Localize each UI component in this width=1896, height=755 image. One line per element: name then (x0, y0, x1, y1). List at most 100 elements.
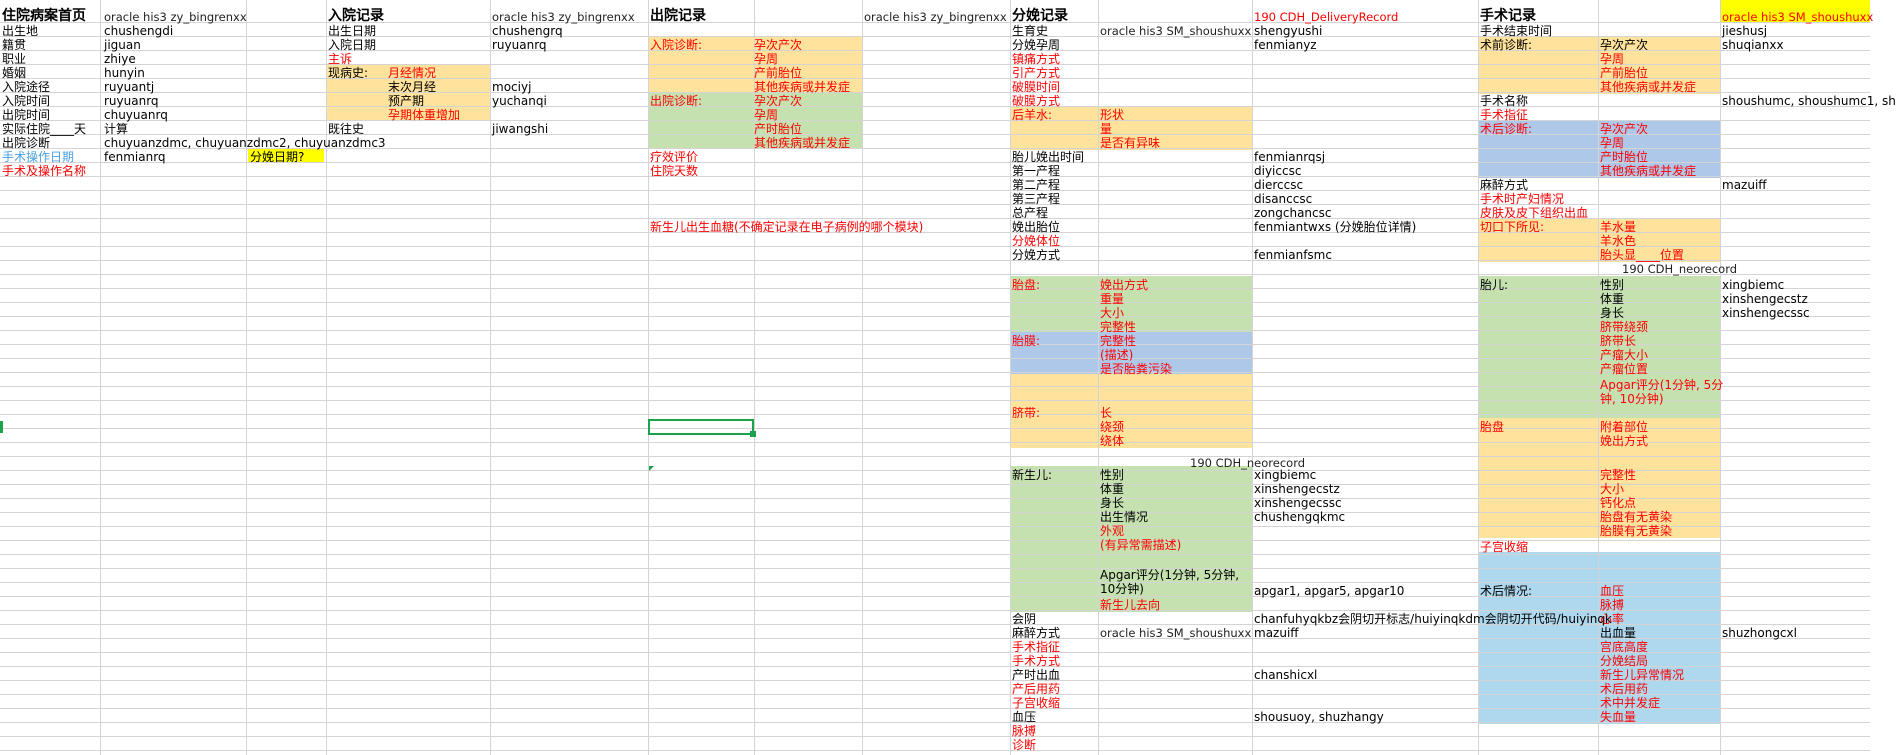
cell-text[interactable]: mazuiff (1722, 178, 1767, 192)
cell-text[interactable]: 总产程 (1012, 206, 1049, 220)
cell-text[interactable]: oracle his3 SM_shoushuxx (1722, 10, 1874, 24)
cell-text[interactable]: fenmianrq (104, 150, 166, 164)
cell-text[interactable]: 胎膜有无黄染 (1600, 524, 1673, 538)
cell-text[interactable]: chuyuanrq (104, 108, 168, 122)
cell-text[interactable]: 产后用药 (1012, 682, 1061, 696)
cell-text[interactable]: chanshicxl (1254, 668, 1318, 682)
cell-text[interactable]: 娩出胎位 (1012, 220, 1061, 234)
cell-text[interactable]: 胎盘有无黄染 (1600, 510, 1673, 524)
cell-text[interactable]: 附着部位 (1600, 420, 1649, 434)
cell-text[interactable]: mazuiff (1254, 626, 1299, 640)
cell-text[interactable]: 大小 (1600, 482, 1625, 496)
cell-text[interactable]: 是否有异味 (1100, 136, 1161, 150)
cell-text[interactable]: 出生日期 (328, 24, 377, 38)
cell-text[interactable]: 术后诊断: (1480, 122, 1533, 136)
cell-text[interactable]: chushengrq (492, 24, 563, 38)
cell-text[interactable]: 产瘤大小 (1600, 348, 1649, 362)
cell-text[interactable]: oracle his3 zy_bingrenxx (864, 10, 1007, 24)
cell-text[interactable]: 外观 (1100, 524, 1125, 538)
cell-text[interactable]: fenmianfsmc (1254, 248, 1332, 262)
cell-text[interactable]: 新生儿去向 (1100, 598, 1161, 612)
cell-text[interactable]: 主诉 (328, 52, 353, 66)
cell-text[interactable]: 出生情况 (1100, 510, 1149, 524)
cell-text[interactable]: 术前诊断: (1480, 38, 1533, 52)
cell-text[interactable]: 诊断 (1012, 738, 1037, 752)
cell-text[interactable]: 量 (1100, 122, 1113, 136)
cell-text[interactable]: 会阴 (1012, 612, 1037, 626)
cell-text[interactable]: zhiye (104, 52, 136, 66)
cell-text[interactable]: 完整性 (1600, 468, 1637, 482)
cell-text[interactable]: 切口下所见: (1480, 220, 1545, 234)
cell-text[interactable]: 190 CDH_neorecord (1622, 262, 1738, 276)
header-zhuyuan-bingan[interactable]: 住院病案首页 (2, 8, 86, 24)
cell-text[interactable]: 预产期 (388, 94, 425, 108)
fenmian-riqi-note[interactable]: 分娩日期? (250, 150, 305, 164)
cell-text[interactable]: 新生儿: (1012, 468, 1053, 482)
cell-text[interactable]: jiguan (104, 38, 141, 52)
cell-text[interactable]: 胎儿: (1480, 278, 1509, 292)
cell-text[interactable]: 胎盘 (1480, 420, 1505, 434)
cell-text[interactable]: 产时胎位 (754, 122, 803, 136)
cell-text[interactable]: 其他疾病或并发症 (754, 136, 851, 150)
cell-text[interactable]: 胎儿娩出时间 (1012, 150, 1085, 164)
cell-text[interactable]: 体重 (1100, 482, 1125, 496)
cell-text[interactable]: 入院途径 (2, 80, 51, 94)
cell-text[interactable]: 190 CDH_neorecord (1190, 456, 1306, 470)
cell-text[interactable]: 失血量 (1600, 710, 1637, 724)
cell-text[interactable]: 手术指征 (1480, 108, 1529, 122)
cell-text[interactable]: ruyuantj (104, 80, 155, 94)
cell-text[interactable]: 孕周 (1600, 52, 1625, 66)
cell-text[interactable]: dierccsc (1254, 178, 1304, 192)
cell-text[interactable]: 麻醉方式 (1480, 178, 1529, 192)
cell-text[interactable]: 产时胎位 (1600, 150, 1649, 164)
cell-text[interactable]: 镇痛方式 (1012, 52, 1061, 66)
cell-text[interactable]: disanccsc (1254, 192, 1313, 206)
cell-text[interactable]: 破膜时间 (1012, 80, 1061, 94)
cell-text[interactable]: ruyuanrq (104, 94, 159, 108)
cell-text[interactable]: 术后情况: (1480, 584, 1533, 598)
cell-text[interactable]: 疗效评价 (650, 150, 699, 164)
cell-text[interactable]: 形状 (1100, 108, 1125, 122)
fill-handle[interactable] (750, 431, 756, 437)
cell-text[interactable]: 脐带: (1012, 406, 1041, 420)
cell-text[interactable]: 麻醉方式 (1012, 626, 1061, 640)
header-chuyuan-jilu[interactable]: 出院记录 (650, 8, 706, 24)
cell-text[interactable]: 其他疾病或并发症 (1600, 164, 1697, 178)
cell-text[interactable]: 手术时产妇情况 (1480, 192, 1565, 206)
cell-text[interactable]: xinshengecstz (1722, 292, 1808, 306)
cell-text[interactable]: 孕次产次 (754, 94, 803, 108)
cell-text[interactable]: chushengdi (104, 24, 174, 38)
cell-text[interactable]: (描述) (1100, 348, 1134, 362)
cell-text[interactable]: 孕期体重增加 (388, 108, 461, 122)
cell-text[interactable]: xinshengecssc (1722, 306, 1810, 320)
cell-text[interactable]: 产前胎位 (754, 66, 803, 80)
cell-text[interactable]: 第三产程 (1012, 192, 1061, 206)
cell-text[interactable]: oracle his3 zy_bingrenxx (492, 10, 635, 24)
cell-text[interactable]: 分娩体位 (1012, 234, 1061, 248)
cell-text[interactable]: 性别 (1100, 468, 1125, 482)
cell-text[interactable]: 新生儿出生血糖(不确定记录在电子病例的哪个模块) (650, 220, 924, 234)
cell-text[interactable]: xinshengecssc (1254, 496, 1342, 510)
cell-text[interactable]: yuchanqi (492, 94, 547, 108)
cell-text[interactable]: 新生儿异常情况 (1600, 668, 1685, 682)
header-ruyuan-jilu[interactable]: 入院记录 (328, 8, 384, 24)
cell-text[interactable]: 术中并发症 (1600, 696, 1661, 710)
cell-text[interactable]: 其他疾病或并发症 (754, 80, 851, 94)
cell-text[interactable]: oracle his3 zy_bingrenxx (104, 10, 247, 24)
cell-text[interactable]: shousuoy, shuzhangy (1254, 710, 1384, 724)
cell-text[interactable]: 孕次产次 (1600, 38, 1649, 52)
cell-text[interactable]: 破膜方式 (1012, 94, 1061, 108)
cell-text[interactable]: 生育史 (1012, 24, 1049, 38)
cell-text[interactable]: 性别 (1600, 278, 1625, 292)
cell-text[interactable]: ruyuanrq (492, 38, 547, 52)
cell-text[interactable]: Apgar评分(1分钟, 5分钟, 10分钟) (1600, 378, 1724, 406)
cell-text[interactable]: jieshusj (1722, 24, 1768, 38)
cell-text[interactable]: 出院诊断: (650, 94, 703, 108)
cell-text[interactable]: 手术指征 (1012, 640, 1061, 654)
cell-text[interactable]: 大小 (1100, 306, 1125, 320)
cell-text[interactable]: diyiccsc (1254, 164, 1302, 178)
cell-text[interactable]: 出院诊断 (2, 136, 51, 150)
cell-text[interactable]: 入院诊断: (650, 38, 703, 52)
cell-text[interactable]: 出院时间 (2, 108, 51, 122)
cell-text[interactable]: fenmianyz (1254, 38, 1317, 52)
